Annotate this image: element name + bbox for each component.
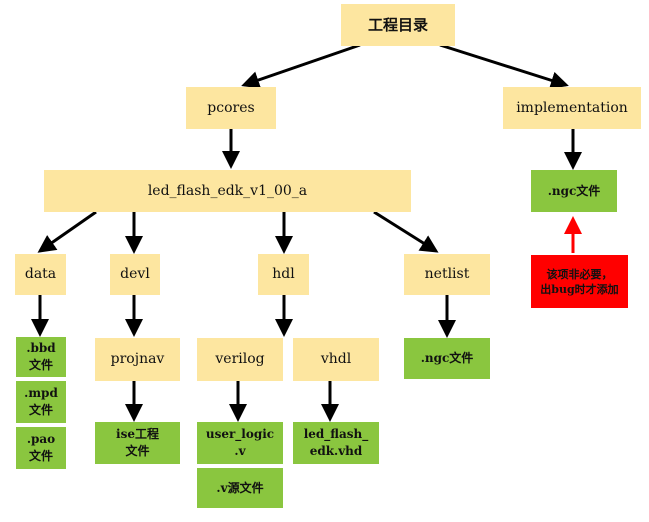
node-impl-ngc-file: .ngc文件 xyxy=(531,170,617,212)
node-pcores: pcores xyxy=(186,87,276,129)
node-hdl: hdl xyxy=(258,254,309,295)
node-led-flash-edk: led_flash_edk_v1_00_a xyxy=(44,170,411,212)
node-implementation: implementation xyxy=(503,87,641,129)
node-mpd-file: .mpd 文件 xyxy=(16,381,66,423)
arrow-led-flash-data xyxy=(37,210,97,253)
node-ise-project-file: ise工程 文件 xyxy=(95,422,180,464)
node-led-vhd-file: led_flash_ edk.vhd xyxy=(293,422,379,464)
node-devl: devl xyxy=(110,254,160,295)
node-projnav: projnav xyxy=(95,338,180,381)
arrow-root-pcores xyxy=(241,43,361,89)
node-vhdl: vhdl xyxy=(293,338,379,381)
node-data: data xyxy=(15,254,66,295)
node-netlist: netlist xyxy=(404,254,490,295)
node-bbd-file: .bbd 文件 xyxy=(16,337,66,377)
arrow-led-flash-netlist xyxy=(373,210,439,253)
node-user-logic-file: user_logic .v xyxy=(197,422,283,464)
arrow-root-implementation xyxy=(439,43,569,90)
node-netlist-ngc-file: .ngc文件 xyxy=(404,338,490,379)
node-v-source-file: .v源文件 xyxy=(197,468,283,508)
node-pao-file: .pao 文件 xyxy=(16,427,66,469)
node-verilog: verilog xyxy=(197,338,283,381)
node-root: 工程目录 xyxy=(341,4,455,46)
note-optional: 该项非必要， 出bug时才添加 xyxy=(531,255,628,308)
